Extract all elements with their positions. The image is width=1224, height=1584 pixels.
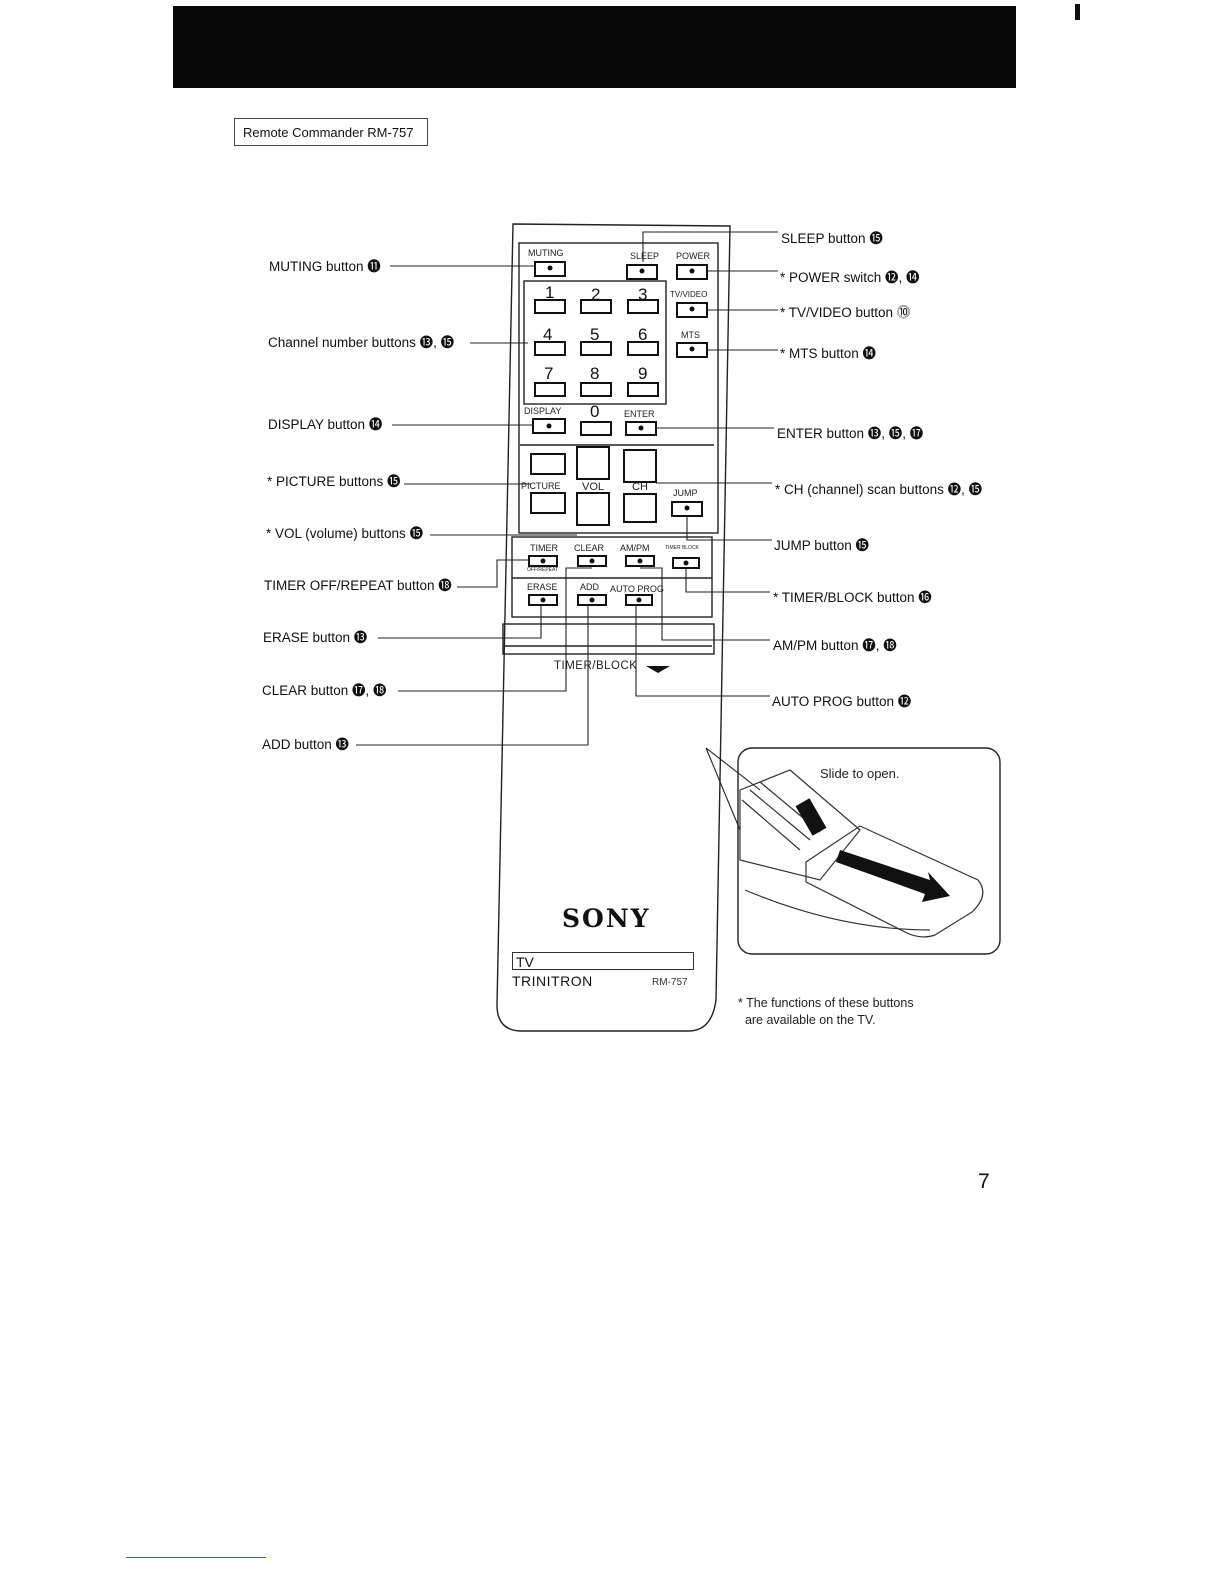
digit-key-4 [534,341,566,356]
footer-rule [126,1557,266,1558]
callout-auto-prog: AUTO PROG button ⓬ [772,694,912,709]
digit-key-8 [580,382,612,397]
timer-block-label: TIMER/BLOCK [554,660,638,672]
digit-label-4: 4 [543,325,553,344]
callout-am-pm: AM/PM button ⓱, ⓲ [773,638,897,653]
timer-panel [511,536,713,618]
inset-caption: Slide to open. [820,766,900,781]
header-bar [173,6,1016,88]
digit-key-3 [627,299,659,314]
callout-mts: * MTS button ⓮ [780,346,877,361]
erase-key-label: ERASE [527,582,558,592]
footnote: * The functions of these buttons are ava… [738,996,914,1027]
picture-key-label: PICTURE [521,481,561,491]
timer-key-label: TIMER [530,543,558,553]
picture-down-key [530,492,566,514]
display-key-label: DISPLAY [524,406,562,416]
callout-sleep: SLEEP button ⓯ [781,231,883,246]
callout-tv-video: * TV/VIDEO button ⓾ [780,305,911,320]
power-key-label: POWER [676,251,711,261]
digit-label-6: 6 [638,325,648,344]
digit-label-3: 3 [638,285,648,304]
digit-label-5: 5 [590,325,600,344]
callout-channel-numbers: Channel number buttons ⓭, ⓯ [268,335,455,350]
auto-prog-key-label: AUTO PROG [610,584,664,594]
callout-display: DISPLAY button ⓮ [268,417,383,432]
page-edge-mark [1075,4,1080,20]
digit-key-9 [627,382,659,397]
sony-logo: SONY [562,904,651,933]
digit-key-1 [534,299,566,314]
digit-label-8: 8 [590,364,600,383]
inset-frame [737,747,1001,955]
slide-cover-edge [502,623,715,655]
jump-key-label: JUMP [673,488,698,498]
off-repeat-label: OFF/REPEAT [527,567,559,573]
digit-label-0: 0 [590,402,600,421]
digit-key-0 [580,421,612,436]
model-label: RM-757 [652,977,688,988]
add-key-label: ADD [580,582,600,592]
callout-clear: CLEAR button ⓱, ⓲ [262,683,387,698]
mts-key-label: MTS [681,330,700,340]
digit-label-2: 2 [591,285,601,304]
callout-picture: * PICTURE buttons ⓯ [267,474,401,489]
tv-label: TV [512,952,694,970]
callout-vol: * VOL (volume) buttons ⓯ [266,526,424,541]
inset-slide-cover [805,825,984,938]
vol-down-key [576,492,610,526]
callout-ch-scan: * CH (channel) scan buttons ⓬, ⓯ [775,482,983,497]
digit-label-7: 7 [544,364,554,383]
top-panel [518,242,719,534]
digit-label-1: 1 [545,283,555,302]
clear-key-label: CLEAR [574,543,605,553]
enter-key-label: ENTER [624,409,655,419]
callout-add: ADD button ⓭ [262,737,350,752]
slide-arrow [836,850,950,902]
muting-key-label: MUTING [528,248,564,258]
am-pm-key-label: AM/PM [620,543,650,553]
callout-enter: ENTER button ⓭, ⓯, ⓱ [777,426,924,441]
ch-up-key [623,449,657,483]
page-number: 7 [978,1170,990,1193]
vol-key-label: VOL [582,481,605,493]
trinitron-label: TRINITRON [512,973,593,989]
callout-jump: JUMP button ⓯ [774,538,870,553]
callout-muting: MUTING button ⓫ [269,259,381,274]
callout-timer-off-repeat: TIMER OFF/REPEAT button ⓲ [264,578,452,593]
sleep-key-label: SLEEP [630,251,660,261]
picture-up-key [530,453,566,475]
callout-timer-block: * TIMER/BLOCK button ⓰ [773,590,932,605]
digit-label-9: 9 [638,364,648,383]
section-title: Remote Commander RM-757 [234,118,428,146]
ch-down-key [623,493,657,523]
callout-erase: ERASE button ⓭ [263,630,368,645]
digit-key-6 [627,341,659,356]
tv-video-key-label: TV/VIDEO [670,290,708,299]
remote-body [496,223,731,1032]
vol-up-key [576,446,610,480]
timer-block-small-label: TIMER BLOCK [665,545,699,551]
digit-key-2 [580,299,612,314]
digit-key-5 [580,341,612,356]
callout-power: * POWER switch ⓬, ⓮ [780,270,920,285]
ch-key-label: CH [632,481,648,493]
digit-key-7 [534,382,566,397]
